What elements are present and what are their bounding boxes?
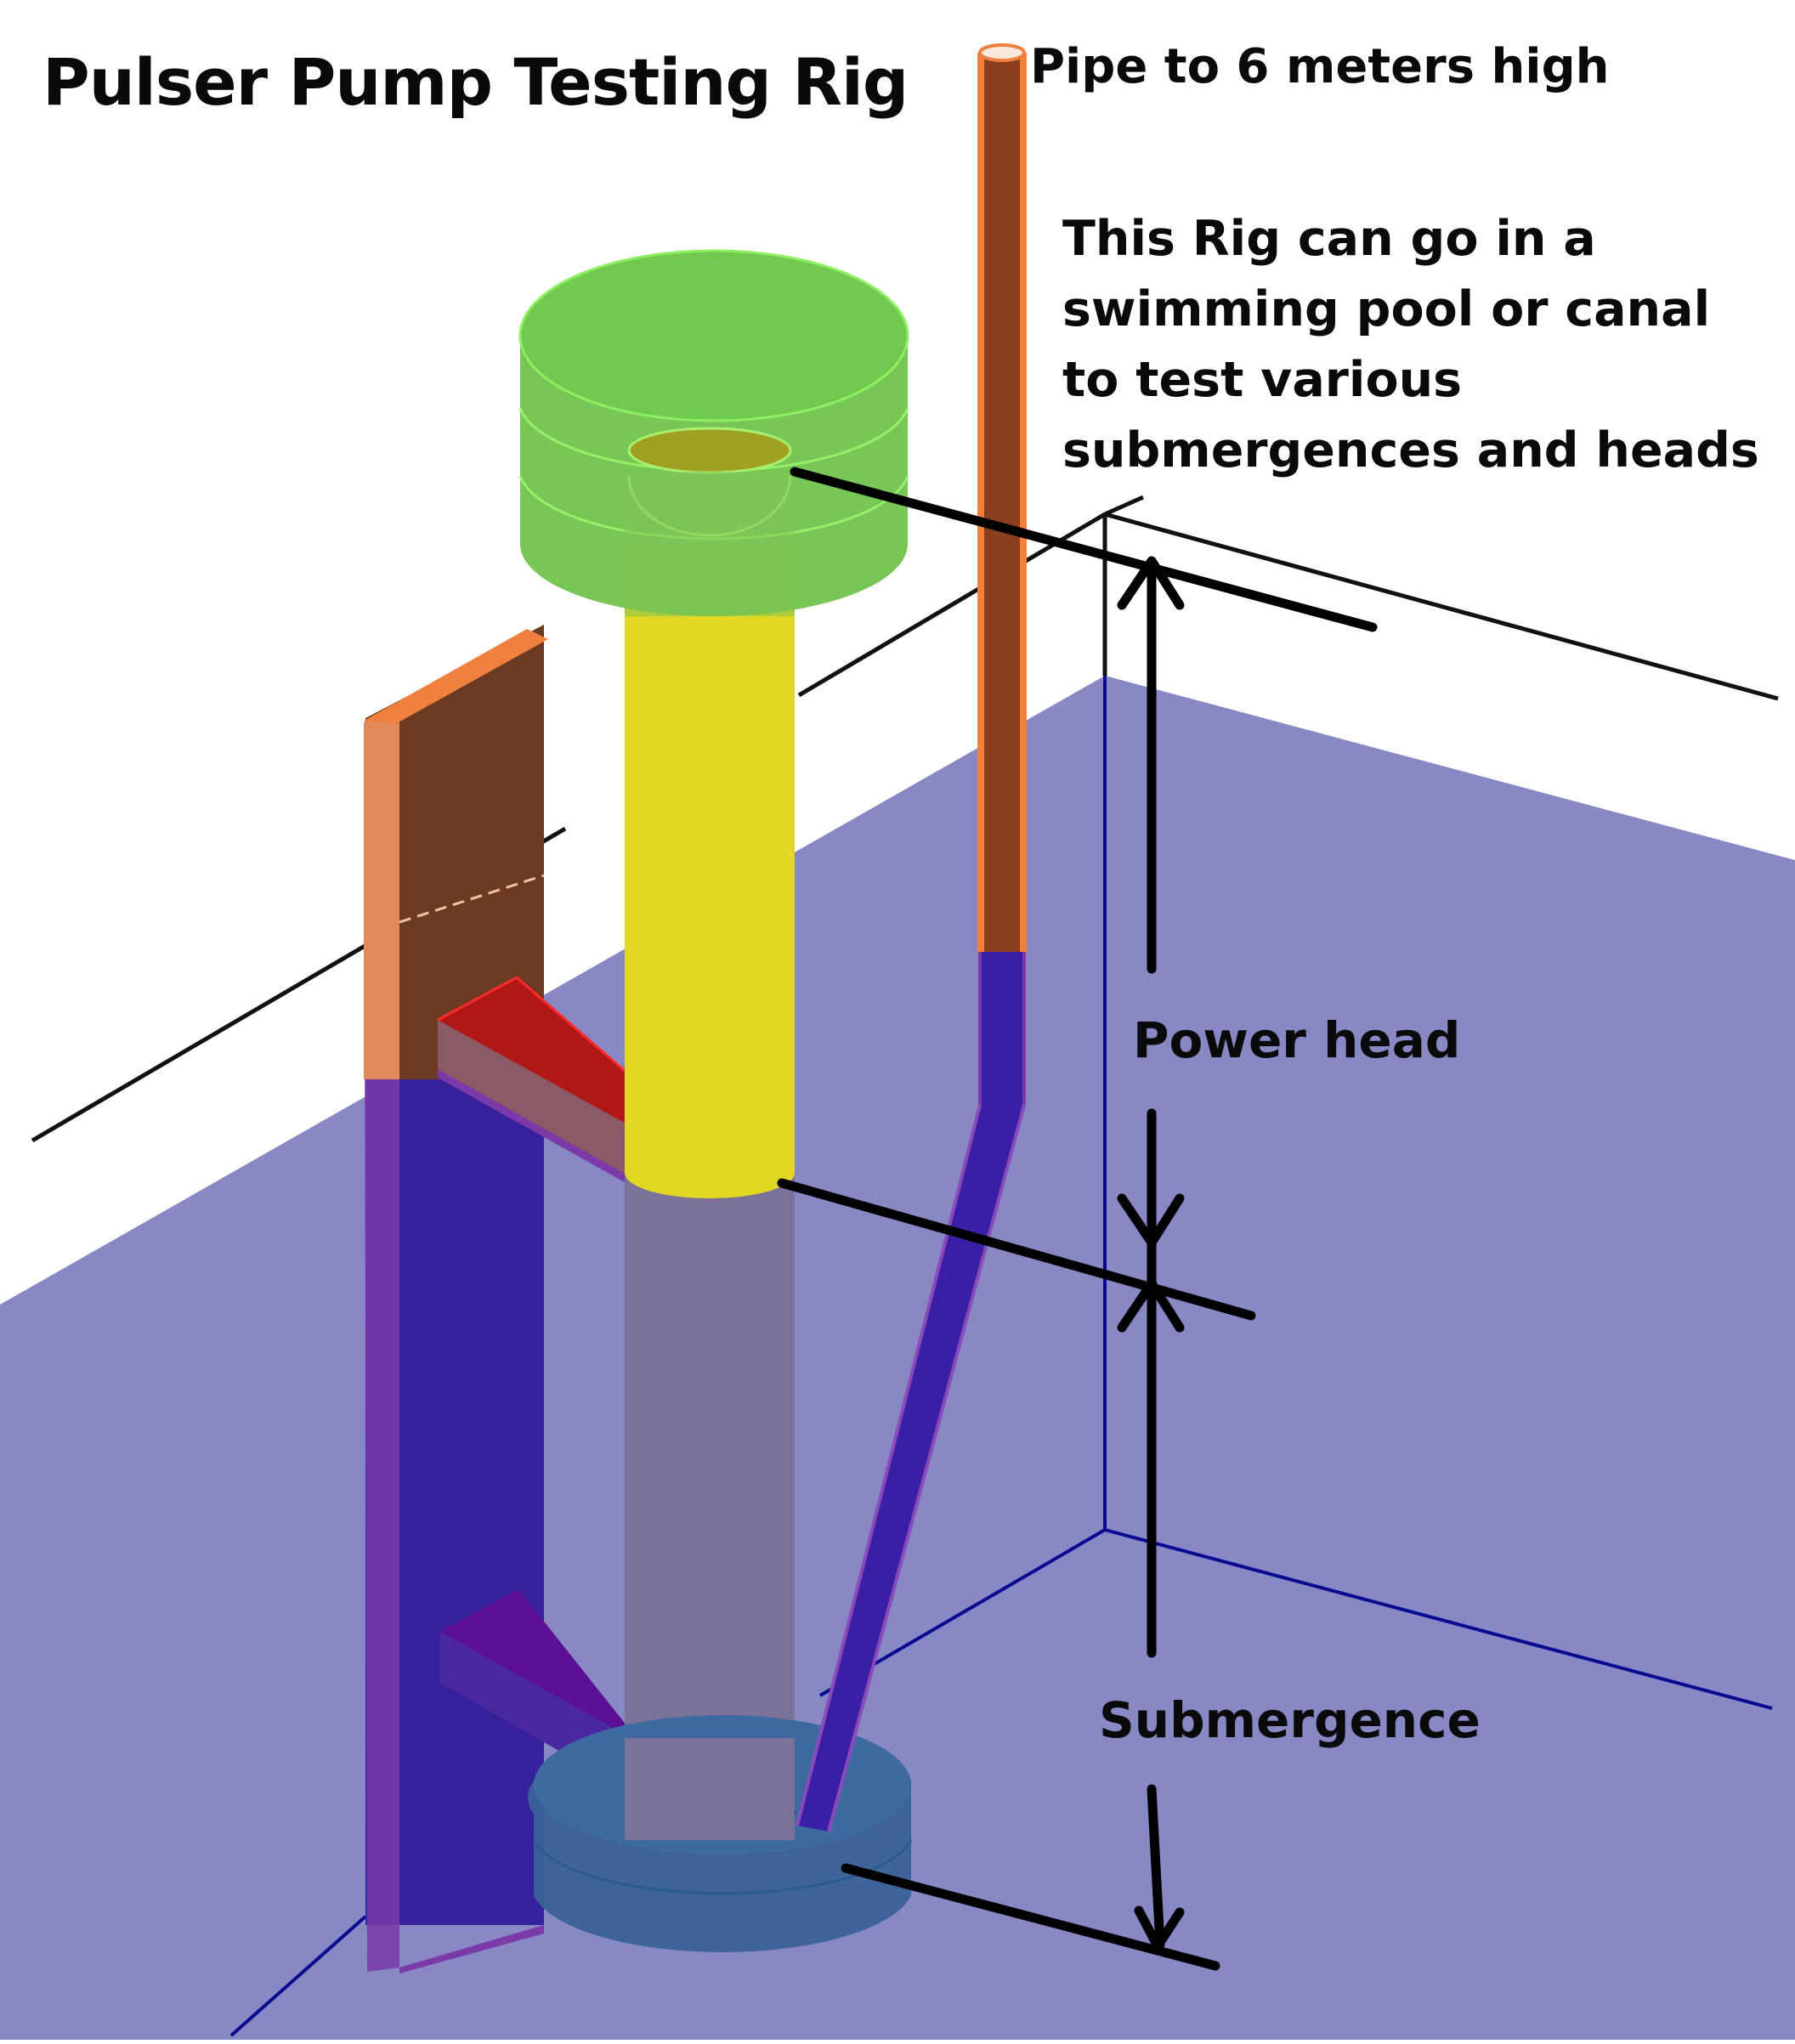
description-line: This Rig can go in a [1062, 211, 1596, 267]
dimension-lines [777, 467, 1378, 1971]
central-pipe-upper [625, 544, 795, 1198]
pipe-label: Pipe to 6 meters high [1030, 39, 1610, 94]
description-line: to test various [1062, 352, 1463, 408]
rig-description: This Rig can go in a swimming pool or ca… [1062, 204, 1759, 486]
dimension-arrows [1117, 556, 1185, 1951]
submergence-label: Submergence [1099, 1691, 1481, 1749]
description-line: swimming pool or canal [1062, 281, 1711, 337]
bottom-chamber [528, 1715, 913, 1952]
tall-pipe [796, 43, 1027, 1832]
page-title: Pulser Pump Testing Rig [42, 44, 909, 120]
description-line: submergences and heads [1062, 422, 1759, 478]
top-tank [518, 249, 909, 616]
support-board [364, 625, 548, 1973]
power-head-label: Power head [1133, 1011, 1461, 1069]
